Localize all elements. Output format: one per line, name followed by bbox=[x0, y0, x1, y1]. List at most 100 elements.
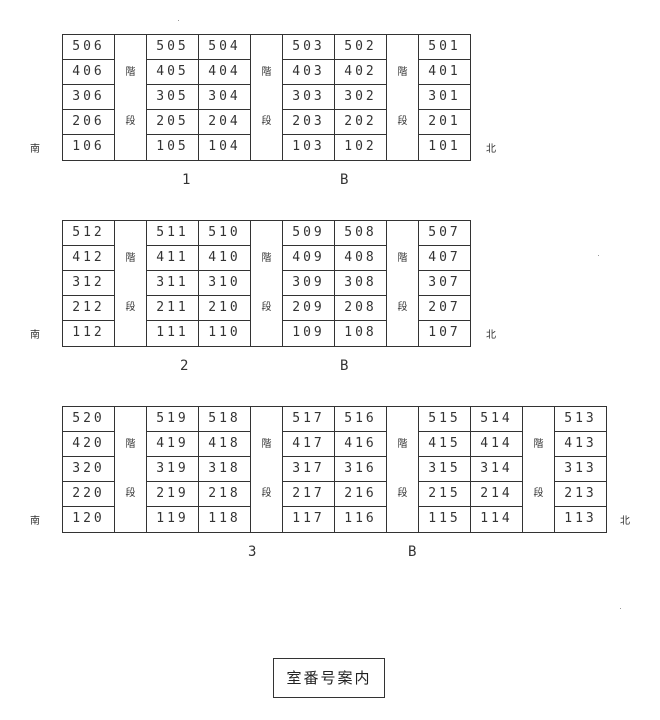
south-label: 南 bbox=[30, 144, 40, 155]
building-block-letter: B bbox=[340, 358, 349, 374]
room-cell: 402 bbox=[335, 60, 387, 85]
room-cell: 111 bbox=[147, 321, 199, 346]
room-cell: 504 bbox=[199, 35, 251, 60]
room-cell: 120 bbox=[63, 507, 115, 532]
room-cell: 202 bbox=[335, 110, 387, 135]
room-cell: 112 bbox=[63, 321, 115, 346]
room-cell: 509 bbox=[283, 221, 335, 246]
room-cell: 415 bbox=[419, 432, 471, 457]
stair-label-top: 階 bbox=[397, 439, 408, 450]
room-cell: 212 bbox=[63, 296, 115, 321]
room-cell: 116 bbox=[335, 507, 387, 532]
room-cell: 307 bbox=[419, 271, 471, 296]
room-cell: 203 bbox=[283, 110, 335, 135]
room-cell: 510 bbox=[199, 221, 251, 246]
room-cell: 101 bbox=[419, 135, 471, 160]
room-cell: 516 bbox=[335, 407, 387, 432]
room-cell: 514 bbox=[471, 407, 523, 432]
room-cell: 213 bbox=[555, 482, 607, 507]
room-cell: 217 bbox=[283, 482, 335, 507]
room-cell: 107 bbox=[419, 321, 471, 346]
south-label: 南 bbox=[30, 330, 40, 341]
room-cell: 315 bbox=[419, 457, 471, 482]
building-number: 2 bbox=[180, 358, 189, 374]
room-cell: 205 bbox=[147, 110, 199, 135]
stair-label-bottom: 段 bbox=[125, 116, 136, 127]
stairwell: 階段 bbox=[115, 407, 147, 532]
stairwell: 階段 bbox=[251, 221, 283, 346]
room-cell: 407 bbox=[419, 246, 471, 271]
north-label: 北 bbox=[486, 144, 496, 155]
room-cell: 314 bbox=[471, 457, 523, 482]
room-cell: 311 bbox=[147, 271, 199, 296]
room-cell: 208 bbox=[335, 296, 387, 321]
room-cell: 320 bbox=[63, 457, 115, 482]
room-cell: 519 bbox=[147, 407, 199, 432]
stairwell: 階段 bbox=[115, 35, 147, 160]
room-cell: 513 bbox=[555, 407, 607, 432]
room-cell: 119 bbox=[147, 507, 199, 532]
room-cell: 401 bbox=[419, 60, 471, 85]
room-cell: 501 bbox=[419, 35, 471, 60]
room-cell: 220 bbox=[63, 482, 115, 507]
room-cell: 404 bbox=[199, 60, 251, 85]
north-label: 北 bbox=[486, 330, 496, 341]
room-cell: 108 bbox=[335, 321, 387, 346]
room-cell: 302 bbox=[335, 85, 387, 110]
stairwell: 階段 bbox=[251, 407, 283, 532]
room-cell: 403 bbox=[283, 60, 335, 85]
stairwell: 階段 bbox=[523, 407, 555, 532]
page-title: 室番号案内 bbox=[273, 658, 385, 698]
scan-speck bbox=[598, 255, 599, 256]
room-cell: 304 bbox=[199, 85, 251, 110]
room-cell: 312 bbox=[63, 271, 115, 296]
stair-label-top: 階 bbox=[533, 439, 544, 450]
room-cell: 512 bbox=[63, 221, 115, 246]
room-cell: 215 bbox=[419, 482, 471, 507]
room-cell: 114 bbox=[471, 507, 523, 532]
room-cell: 201 bbox=[419, 110, 471, 135]
room-cell: 110 bbox=[199, 321, 251, 346]
stair-label-bottom: 段 bbox=[261, 488, 272, 499]
stair-label-bottom: 段 bbox=[125, 488, 136, 499]
room-cell: 211 bbox=[147, 296, 199, 321]
stair-label-top: 階 bbox=[125, 67, 136, 78]
stair-label-top: 階 bbox=[261, 67, 272, 78]
stair-label-bottom: 段 bbox=[261, 302, 272, 313]
stairwell: 階段 bbox=[387, 407, 419, 532]
stair-label-top: 階 bbox=[261, 253, 272, 264]
room-cell: 416 bbox=[335, 432, 387, 457]
room-cell: 216 bbox=[335, 482, 387, 507]
room-cell: 507 bbox=[419, 221, 471, 246]
room-cell: 505 bbox=[147, 35, 199, 60]
stair-label-bottom: 段 bbox=[397, 488, 408, 499]
stairwell: 階段 bbox=[387, 35, 419, 160]
stair-label-top: 階 bbox=[125, 253, 136, 264]
room-cell: 503 bbox=[283, 35, 335, 60]
room-cell: 406 bbox=[63, 60, 115, 85]
room-cell: 305 bbox=[147, 85, 199, 110]
room-cell: 420 bbox=[63, 432, 115, 457]
stair-label-bottom: 段 bbox=[125, 302, 136, 313]
room-cell: 414 bbox=[471, 432, 523, 457]
room-cell: 511 bbox=[147, 221, 199, 246]
room-cell: 413 bbox=[555, 432, 607, 457]
room-cell: 104 bbox=[199, 135, 251, 160]
room-cell: 317 bbox=[283, 457, 335, 482]
room-cell: 419 bbox=[147, 432, 199, 457]
room-cell: 306 bbox=[63, 85, 115, 110]
room-cell: 319 bbox=[147, 457, 199, 482]
room-cell: 309 bbox=[283, 271, 335, 296]
room-cell: 105 bbox=[147, 135, 199, 160]
north-label: 北 bbox=[620, 516, 630, 527]
room-cell: 517 bbox=[283, 407, 335, 432]
stair-label-bottom: 段 bbox=[397, 116, 408, 127]
room-cell: 301 bbox=[419, 85, 471, 110]
room-cell: 303 bbox=[283, 85, 335, 110]
stair-label-bottom: 段 bbox=[533, 488, 544, 499]
room-cell: 409 bbox=[283, 246, 335, 271]
room-cell: 109 bbox=[283, 321, 335, 346]
room-cell: 207 bbox=[419, 296, 471, 321]
